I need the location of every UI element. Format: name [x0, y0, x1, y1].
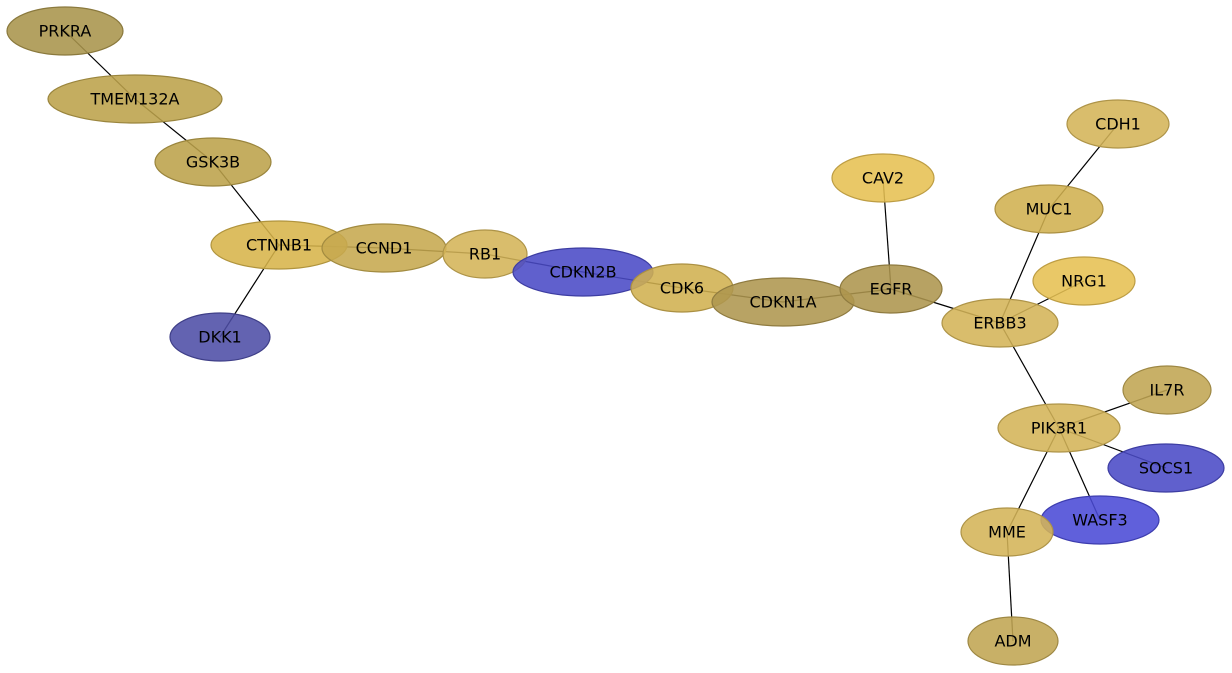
- node-cdk6[interactable]: CDK6: [630, 263, 734, 313]
- node-shape: [960, 507, 1054, 557]
- node-shape: [442, 229, 528, 279]
- node-label: CCND1: [356, 239, 413, 258]
- node-rb1[interactable]: RB1: [442, 229, 528, 279]
- node-label: SOCS1: [1139, 459, 1193, 478]
- node-label: MME: [988, 523, 1026, 542]
- node-shape: [1122, 365, 1212, 415]
- node-gsk3b[interactable]: GSK3B: [154, 137, 272, 187]
- node-label: CTNNB1: [246, 236, 312, 255]
- node-label: CDKN1A: [749, 293, 816, 312]
- node-prkra[interactable]: PRKRA: [6, 6, 124, 56]
- node-label: EGFR: [870, 280, 913, 299]
- node-shape: [967, 616, 1059, 666]
- node-label: CDK6: [660, 279, 704, 298]
- node-ctnnb1[interactable]: CTNNB1: [210, 220, 348, 270]
- node-label: DKK1: [198, 328, 241, 347]
- node-shape: [994, 184, 1104, 234]
- node-shape: [169, 312, 271, 362]
- node-mme[interactable]: MME: [960, 507, 1054, 557]
- node-socs1[interactable]: SOCS1: [1107, 443, 1225, 493]
- node-adm[interactable]: ADM: [967, 616, 1059, 666]
- node-shape: [6, 6, 124, 56]
- node-dkk1[interactable]: DKK1: [169, 312, 271, 362]
- node-label: TMEM132A: [90, 90, 180, 109]
- node-shape: [1066, 99, 1170, 149]
- node-label: GSK3B: [186, 153, 240, 172]
- node-shape: [154, 137, 272, 187]
- node-cav2[interactable]: CAV2: [831, 153, 935, 203]
- node-label: CDH1: [1095, 115, 1141, 134]
- node-label: MUC1: [1026, 200, 1073, 219]
- node-label: CAV2: [862, 169, 904, 188]
- node-erbb3[interactable]: ERBB3: [941, 298, 1059, 348]
- node-shape: [1107, 443, 1225, 493]
- node-shape: [839, 264, 943, 314]
- node-shape: [1032, 256, 1136, 306]
- node-label: PRKRA: [39, 22, 92, 41]
- node-cdkn1a[interactable]: CDKN1A: [711, 277, 855, 327]
- node-label: PIK3R1: [1031, 419, 1087, 438]
- node-pik3r1[interactable]: PIK3R1: [997, 403, 1121, 453]
- node-shape: [997, 403, 1121, 453]
- node-label: CDKN2B: [549, 263, 616, 282]
- node-label: ERBB3: [973, 314, 1026, 333]
- node-label: RB1: [469, 245, 501, 264]
- node-label: NRG1: [1061, 272, 1107, 291]
- node-ccnd1[interactable]: CCND1: [321, 223, 447, 273]
- node-egfr[interactable]: EGFR: [839, 264, 943, 314]
- node-wasf3[interactable]: WASF3: [1040, 495, 1160, 545]
- node-nrg1[interactable]: NRG1: [1032, 256, 1136, 306]
- node-label: WASF3: [1072, 511, 1127, 530]
- node-cdh1[interactable]: CDH1: [1066, 99, 1170, 149]
- node-shape: [831, 153, 935, 203]
- node-muc1[interactable]: MUC1: [994, 184, 1104, 234]
- node-shape: [941, 298, 1059, 348]
- node-tmem132a[interactable]: TMEM132A: [47, 74, 223, 124]
- node-shape: [47, 74, 223, 124]
- node-label: IL7R: [1150, 381, 1185, 400]
- node-il7r[interactable]: IL7R: [1122, 365, 1212, 415]
- node-label: ADM: [994, 632, 1031, 651]
